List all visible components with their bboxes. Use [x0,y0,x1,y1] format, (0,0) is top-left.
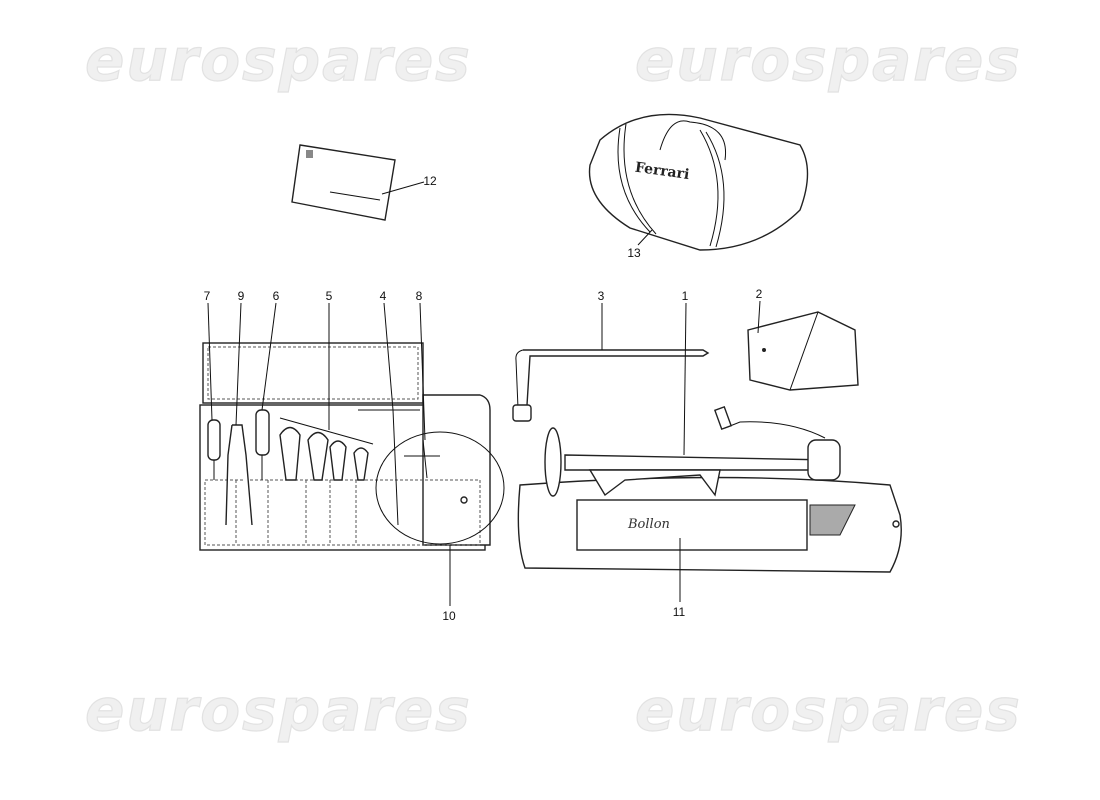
callout-7: 7 [204,289,211,303]
callout-3: 3 [598,289,605,303]
wheel-brace [512,349,710,422]
wheel-chock [747,311,859,391]
callout-13: 13 [627,246,641,260]
callout-leaders [207,300,761,606]
jack [544,405,841,497]
tool-roll [199,342,505,551]
ferrari-bag: Ferrari 13 [588,113,809,260]
watermark: eurospares [635,26,1022,94]
jack-bag-logo: Bollon [627,517,670,532]
watermark: eurospares [635,676,1022,744]
callout-6: 6 [273,289,280,303]
watermark: eurospares [85,676,472,744]
callout-11: 11 [673,605,686,619]
watermark: eurospares [85,26,472,94]
callout-1: 1 [682,289,689,303]
callout-5: 5 [326,289,333,303]
callouts: 7 9 6 5 4 8 3 1 2 10 11 [204,287,763,623]
callout-10: 10 [442,609,456,623]
callout-9: 9 [238,289,245,303]
jack-bag: Bollon [517,476,902,573]
watermarks: eurospares eurospares eurospares eurospa… [84,25,1022,744]
owners-manual: 12 [291,144,437,221]
callout-4: 4 [380,289,387,303]
callout-2: 2 [756,287,763,301]
callout-12: 12 [423,174,437,188]
callout-8: 8 [416,289,423,303]
bag-logo: Ferrari [634,160,690,183]
